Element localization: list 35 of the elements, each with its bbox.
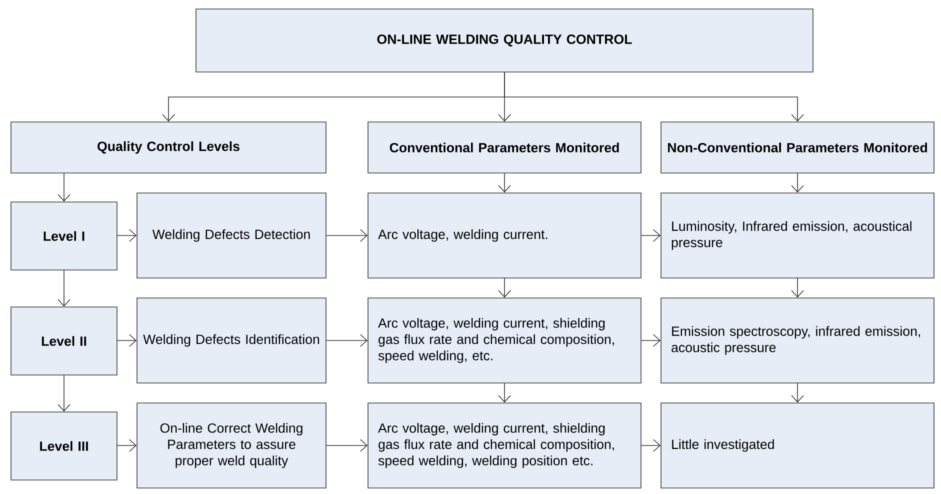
header-box: Non-Conventional Parameters Monitored (660, 122, 934, 174)
title-box: ON-LINE WELDING QUALITY CONTROL (196, 8, 814, 72)
arrow (116, 334, 137, 347)
parameter-box: Emission spectroscopy, infrared emission, acoustic pressure (660, 298, 934, 384)
arrow (791, 278, 804, 298)
level-box: Level I (10, 202, 118, 270)
process-box: On-line Correct Welding Parameters to assure proper weld quality (136, 402, 326, 488)
arrow (791, 172, 804, 193)
arrow (498, 382, 511, 403)
parameter-box: Arc voltage, welding current, shielding gas flux rate and chemical composition, speed welding, welding position etc. (368, 402, 642, 488)
arrow (116, 229, 137, 242)
arrow (640, 439, 661, 452)
arrow (504, 72, 804, 122)
arrow (326, 229, 368, 242)
level-box: Level III (10, 412, 118, 480)
parameter-box: Luminosity, Infrared emission, acoustical pressure (660, 192, 934, 278)
parameter-box: Little investigated (660, 402, 934, 488)
arrow (326, 334, 368, 347)
arrow (498, 172, 511, 193)
arrow (116, 439, 137, 452)
parameter-box: Arc voltage, welding current, shielding gas flux rate and chemical composition, speed welding, etc. (368, 298, 642, 384)
arrow (498, 278, 511, 298)
arrow (640, 229, 661, 242)
arrow (791, 382, 804, 403)
process-box: Welding Defects Identification (136, 298, 326, 384)
header-box: Conventional Parameters Monitored (368, 122, 642, 174)
arrow (640, 334, 661, 347)
arrow (58, 172, 70, 202)
header-box: Quality Control Levels (10, 122, 326, 174)
arrow (326, 439, 368, 452)
process-box: Welding Defects Detection (136, 192, 326, 278)
arrow (58, 270, 70, 307)
parameter-box: Arc voltage, welding current. (368, 192, 642, 278)
level-box: Level II (10, 306, 118, 376)
arrow (58, 374, 70, 412)
